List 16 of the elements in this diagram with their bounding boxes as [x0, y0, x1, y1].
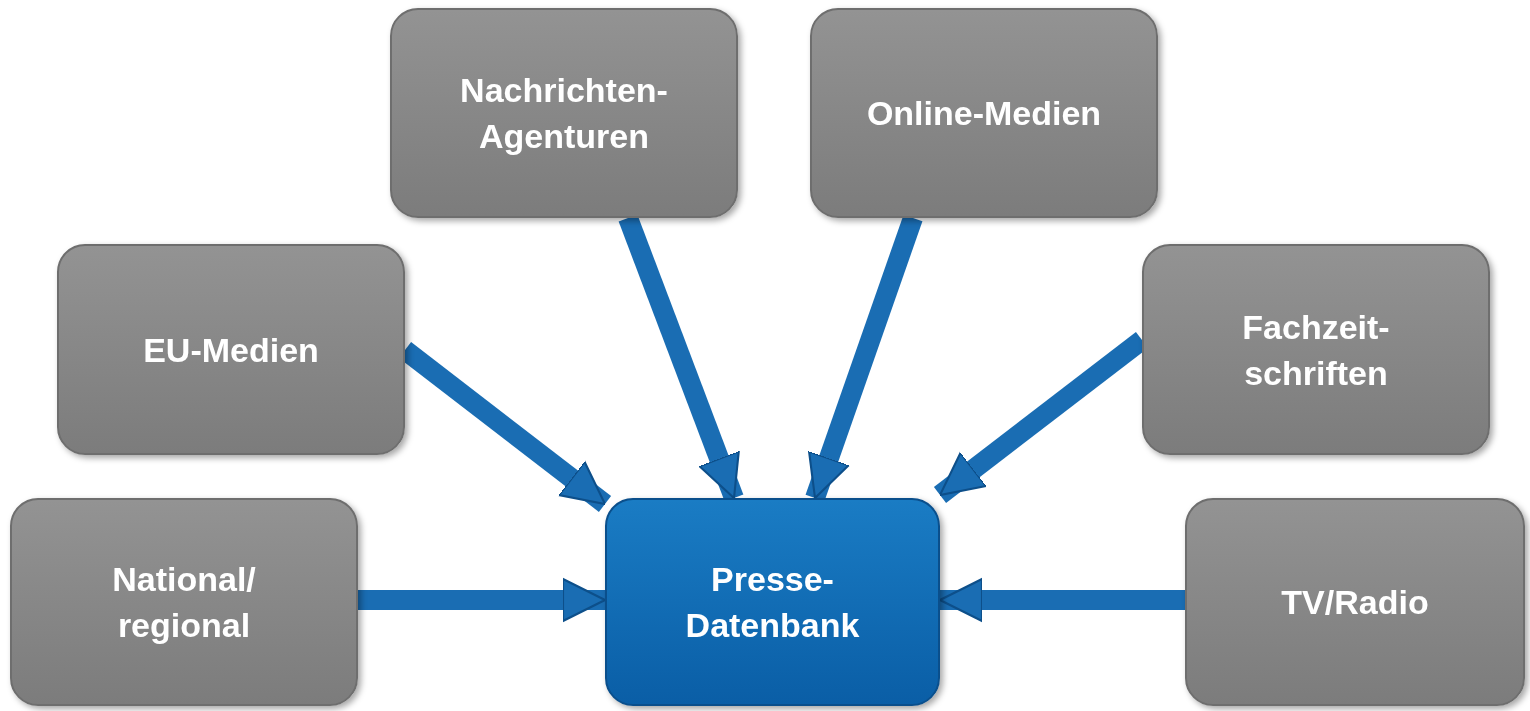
database-box [605, 498, 940, 706]
arrow [938, 577, 1185, 623]
node-label: Online-Medien [866, 93, 1102, 134]
source-box [390, 8, 738, 218]
node-label: Fachzeit- schriften [1241, 306, 1391, 394]
node-label: EU-Medien [143, 329, 319, 371]
source-box [1142, 244, 1490, 455]
node-label: Presse- Datenbank [684, 559, 861, 646]
arrow [358, 577, 607, 623]
node-label: Nachrichten- Agenturen [459, 70, 669, 157]
source-box [810, 8, 1158, 218]
source-box [57, 244, 405, 455]
node-label: National/ regional [111, 559, 257, 646]
node-label: TV/Radio [1281, 582, 1429, 623]
source-box [10, 498, 358, 706]
source-box [1185, 498, 1525, 706]
